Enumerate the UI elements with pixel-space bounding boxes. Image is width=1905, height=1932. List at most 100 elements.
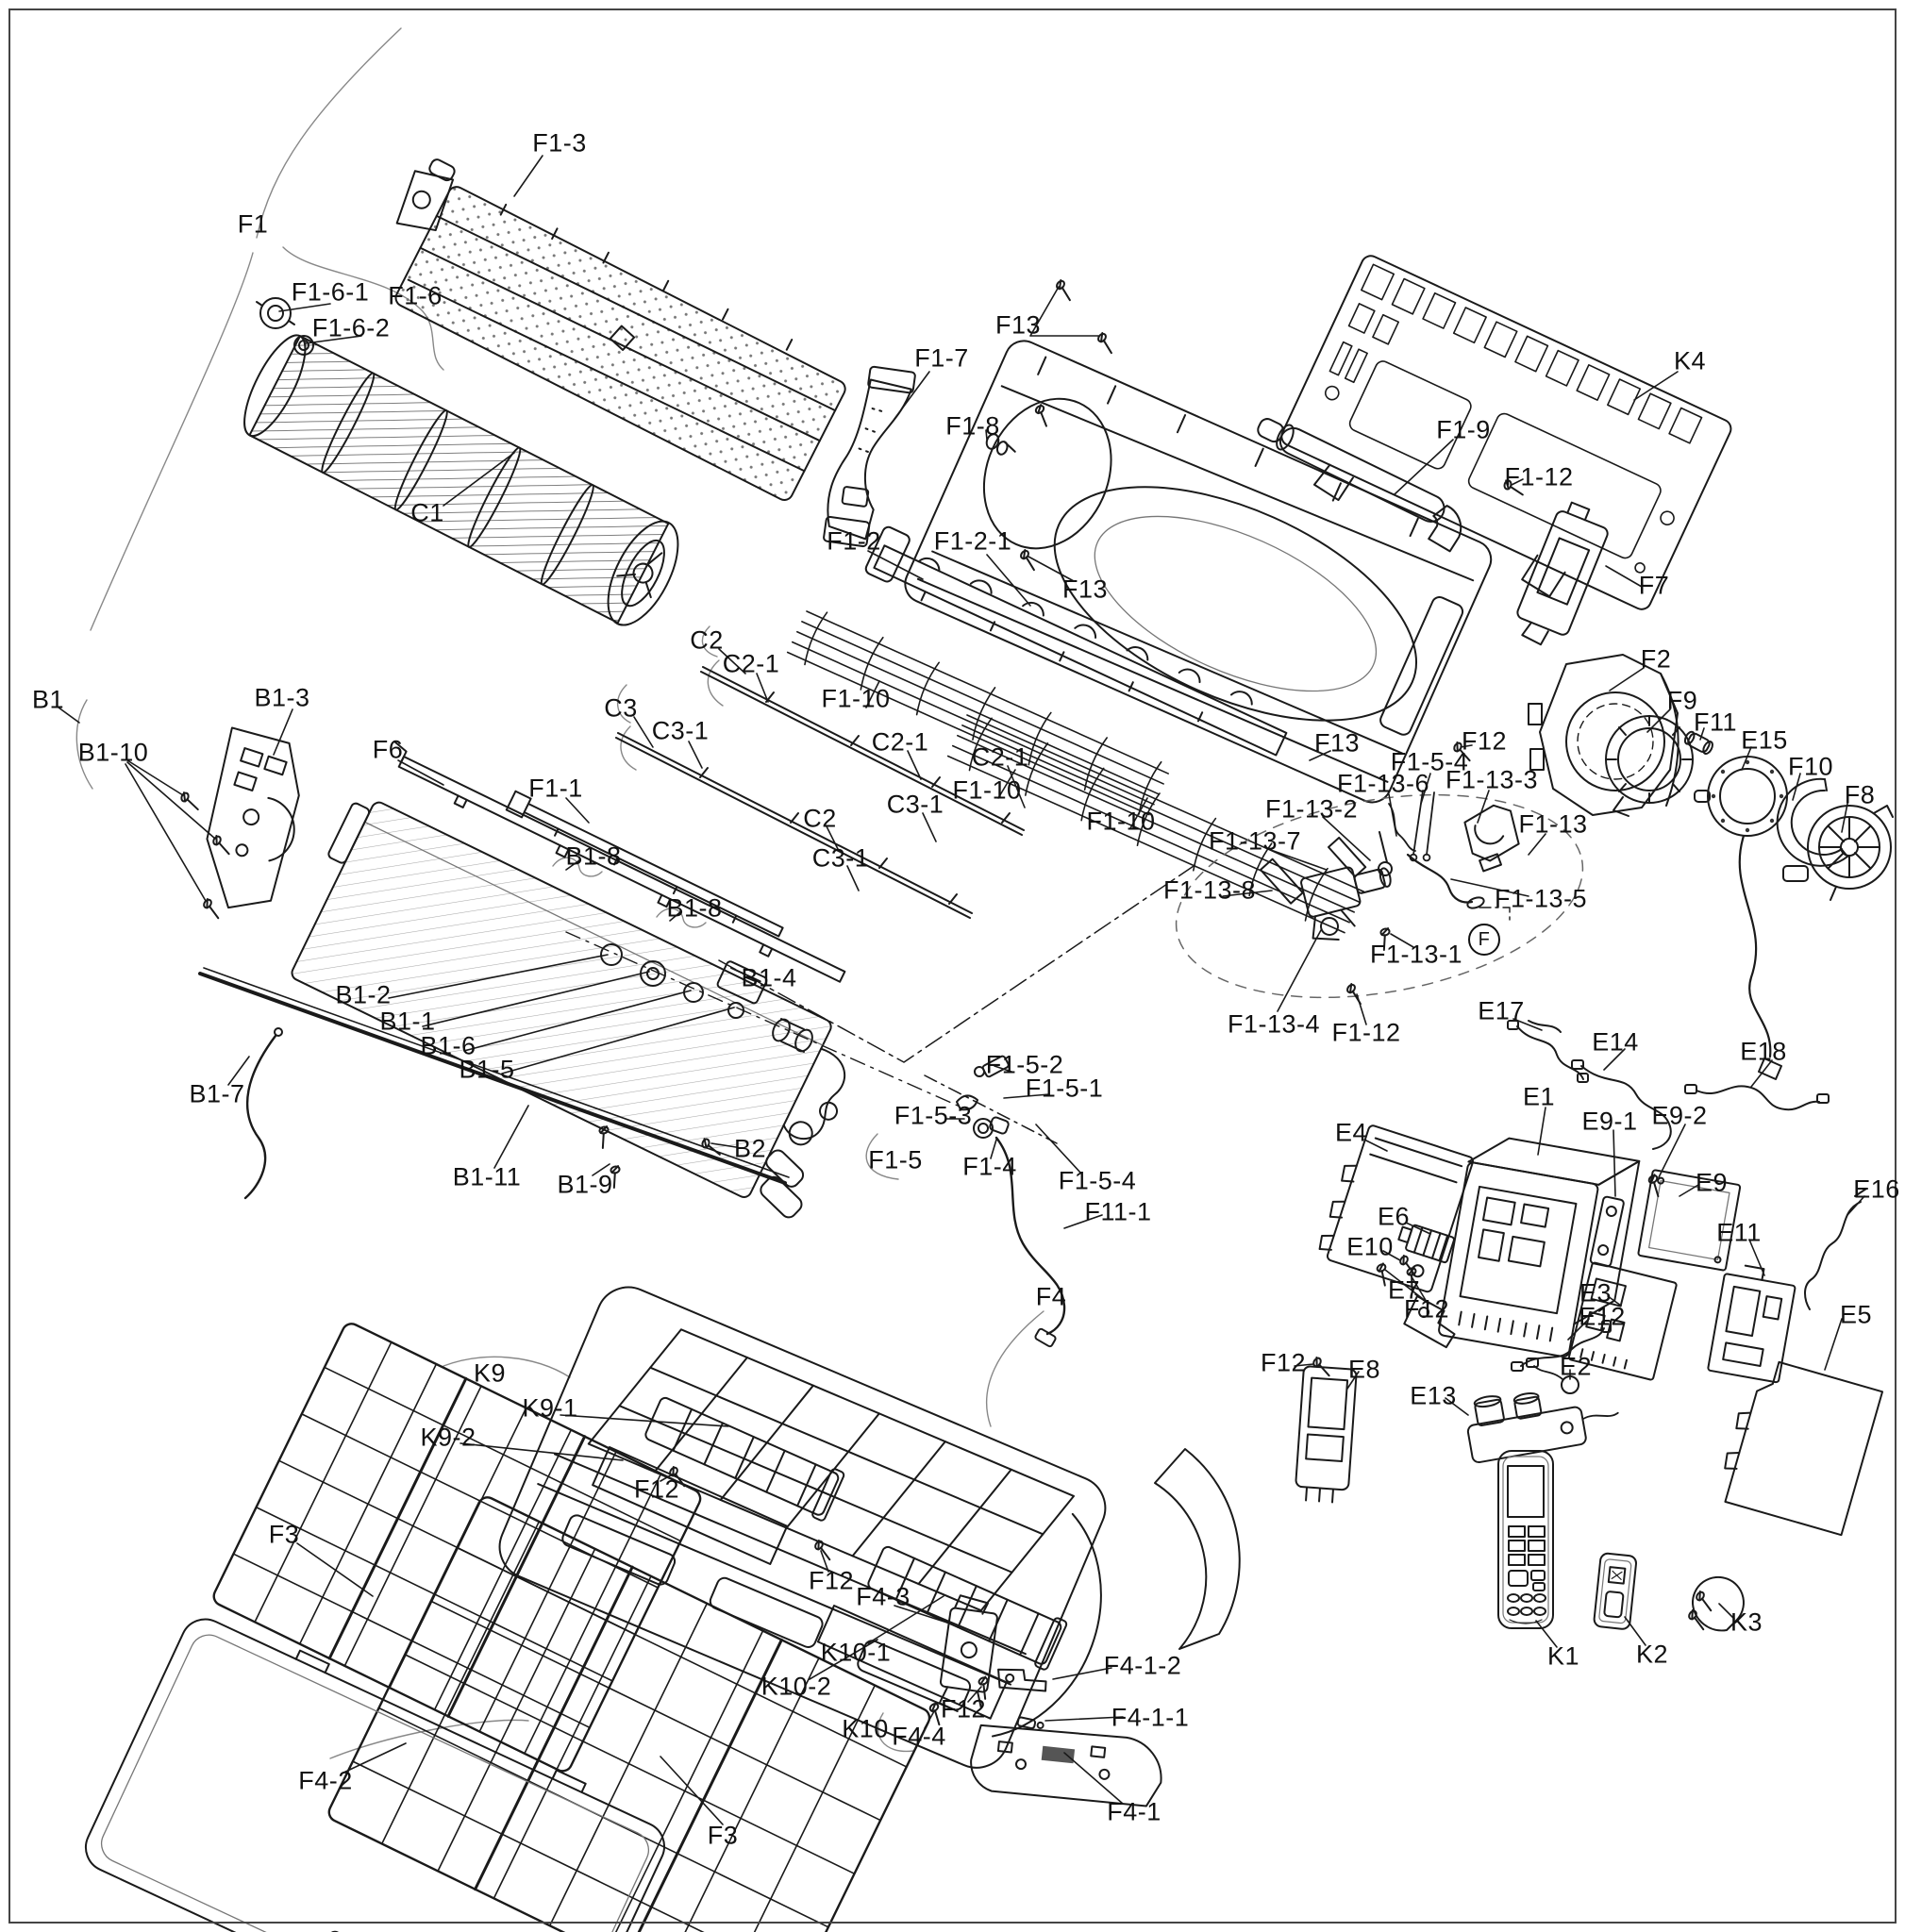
grille-F1-10-a	[786, 599, 1172, 823]
remote-control-K1	[1498, 1451, 1553, 1628]
part-label-k10: K10	[842, 1714, 889, 1743]
part-label-e15: E15	[1741, 725, 1788, 755]
wire-E12	[1512, 1321, 1611, 1371]
part-label-f1-5-4: F1-5-4	[1058, 1166, 1137, 1195]
part-label-e9-1: E9-1	[1581, 1107, 1638, 1136]
part-label-k10-2: K10-2	[760, 1672, 832, 1701]
cover-plate-F7	[1510, 499, 1614, 653]
part-label-f4-4: F4-4	[892, 1722, 946, 1751]
part-label-f1-2-1: F1-2-1	[933, 526, 1012, 556]
part-label-f1-10: F1-10	[952, 775, 1022, 805]
part-label-f11-1: F11-1	[1084, 1197, 1152, 1226]
part-label-f4-1-1: F4-1-1	[1111, 1703, 1190, 1732]
strip-K9-2	[593, 1447, 787, 1564]
wire-E18	[1685, 1085, 1829, 1109]
part-label-f1-2: F1-2	[827, 526, 881, 556]
screws	[178, 278, 1668, 1726]
hose-F1-13-5	[1408, 855, 1485, 910]
part-label-b1-8: B1-8	[565, 841, 622, 871]
part-label-f1-5-2: F1-5-2	[985, 1050, 1064, 1079]
pump-cluster-outline-F1-13	[1161, 766, 1599, 1027]
part-label-c2: C2	[690, 625, 724, 655]
part-label-b1-3: B1-3	[254, 683, 310, 712]
part-label-e12: E12	[1579, 1302, 1626, 1331]
heat-exchanger-B1	[273, 791, 882, 1224]
strip-K10-2	[818, 1606, 1007, 1719]
part-label-e16: E16	[1853, 1174, 1900, 1204]
inlet-grille-F1-3	[358, 153, 855, 503]
part-label-k9: K9	[473, 1358, 507, 1388]
part-label-e6: E6	[1377, 1202, 1411, 1231]
part-label-k1: K1	[1546, 1641, 1580, 1671]
part-label-f1-5: F1-5	[868, 1145, 923, 1174]
bracket-F4-1-2	[994, 1664, 1049, 1698]
part-label-f10: F10	[1787, 752, 1834, 781]
part-label-e11: E11	[1716, 1218, 1762, 1247]
part-label-b1-4: B1-4	[741, 963, 797, 992]
drain-cable-F11-1	[996, 1138, 1064, 1347]
part-label-f1-5-4: F1-5-4	[1390, 747, 1469, 776]
part-label-b1-9: B1-9	[557, 1170, 613, 1199]
rod-C3	[616, 733, 972, 918]
part-label-e2: E2	[1559, 1352, 1593, 1381]
part-label-f1: F1	[237, 209, 269, 239]
part-label-f1-4: F1-4	[962, 1152, 1017, 1181]
part-label-e9-2: E9-2	[1651, 1101, 1708, 1130]
part-label-c2-1: C2-1	[722, 649, 780, 678]
part-label-f1-6-2: F1-6-2	[311, 313, 391, 342]
part-label-b1-11: B1-11	[452, 1162, 522, 1191]
part-label-b1-7: B1-7	[189, 1079, 245, 1108]
part-label-f1-13: F1-13	[1518, 809, 1588, 839]
box-E8	[1295, 1366, 1357, 1504]
fan-scroll-F2	[1529, 655, 1679, 815]
part-label-f1-13-1: F1-13-1	[1369, 940, 1463, 969]
grille-F1-10-b	[946, 703, 1366, 942]
part-label-k9-2: K9-2	[420, 1423, 476, 1452]
part-label-k3: K3	[1730, 1607, 1763, 1637]
part-label-c2-1: C2-1	[871, 727, 929, 757]
part-label-f2: F2	[1640, 644, 1672, 674]
part-label-f4-1: F4-1	[1107, 1797, 1161, 1826]
part-label-f1-1: F1-1	[528, 774, 583, 803]
display-cover-F4-1	[964, 1698, 1170, 1836]
valve-F1-13-2	[1379, 832, 1392, 875]
fan-bushing-F1-6-2	[294, 336, 313, 355]
center-line-chevron	[719, 864, 1196, 1143]
drain-pump-F1-13-4	[1298, 858, 1402, 946]
tube-F1-13-7	[1328, 838, 1365, 876]
part-label-f8: F8	[1844, 780, 1876, 809]
part-label-e10: E10	[1346, 1232, 1394, 1261]
holder-F1-13-3	[1462, 802, 1523, 873]
part-label-f7: F7	[1638, 571, 1670, 600]
assembly-E13	[1462, 1374, 1622, 1463]
part-label-b1-8: B1-8	[666, 893, 723, 923]
part-label-f: F	[1468, 924, 1500, 956]
motor-cable-end	[1759, 1058, 1781, 1079]
part-label-k10-1: K10-1	[820, 1638, 892, 1667]
mount-ring-F9	[1606, 716, 1693, 816]
part-label-f1-12: F1-12	[1331, 1018, 1401, 1047]
seal-strip-B1-11	[200, 968, 789, 1183]
cap-B1-4	[716, 960, 767, 1005]
part-label-b2: B2	[733, 1134, 767, 1163]
bracket-F4-3	[937, 1594, 999, 1715]
pipe-F1-9	[1246, 413, 1471, 552]
terminal-cover-E4	[1315, 1121, 1474, 1292]
part-label-f1-6-1: F1-6-1	[291, 277, 370, 307]
part-label-b1-10: B1-10	[77, 738, 149, 767]
float-wire-F1-13-6	[1389, 804, 1415, 851]
part-label-f13: F13	[1313, 728, 1361, 758]
part-label-e7: E7	[1387, 1275, 1421, 1305]
part-label-c3: C3	[604, 693, 638, 723]
front-panel-F4-2	[77, 1603, 676, 1932]
cap-K3	[1685, 1577, 1744, 1631]
part-label-f1-13-5: F1-13-5	[1494, 884, 1588, 913]
connector-E6	[1396, 1222, 1455, 1263]
part-label-f1-13-2: F1-13-2	[1264, 794, 1359, 824]
part-label-b1-6: B1-6	[420, 1031, 476, 1060]
remote-holder-K2	[1594, 1553, 1637, 1630]
tube-F1-13-8	[1261, 859, 1303, 904]
part-label-f12: F12	[808, 1566, 855, 1595]
part-label-b1-1: B1-1	[379, 1007, 436, 1036]
